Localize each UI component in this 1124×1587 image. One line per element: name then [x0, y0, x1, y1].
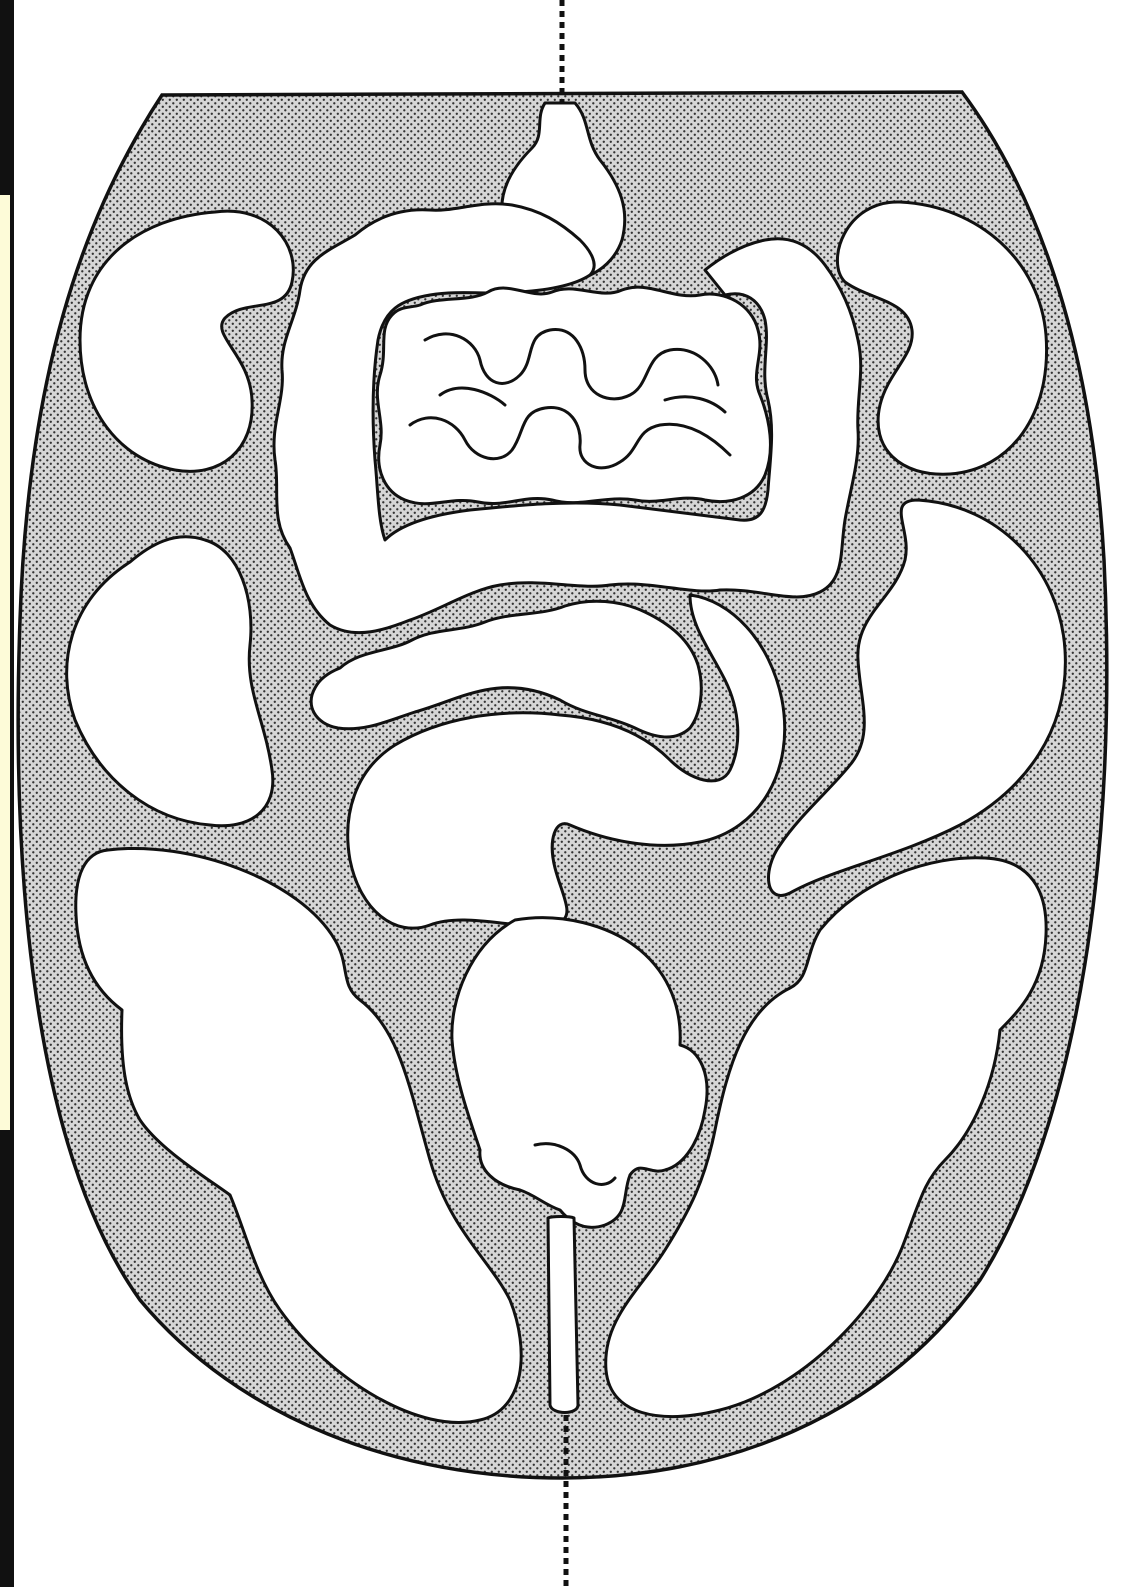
small-intestine-coils [377, 287, 770, 504]
central-stalk [548, 1217, 578, 1413]
